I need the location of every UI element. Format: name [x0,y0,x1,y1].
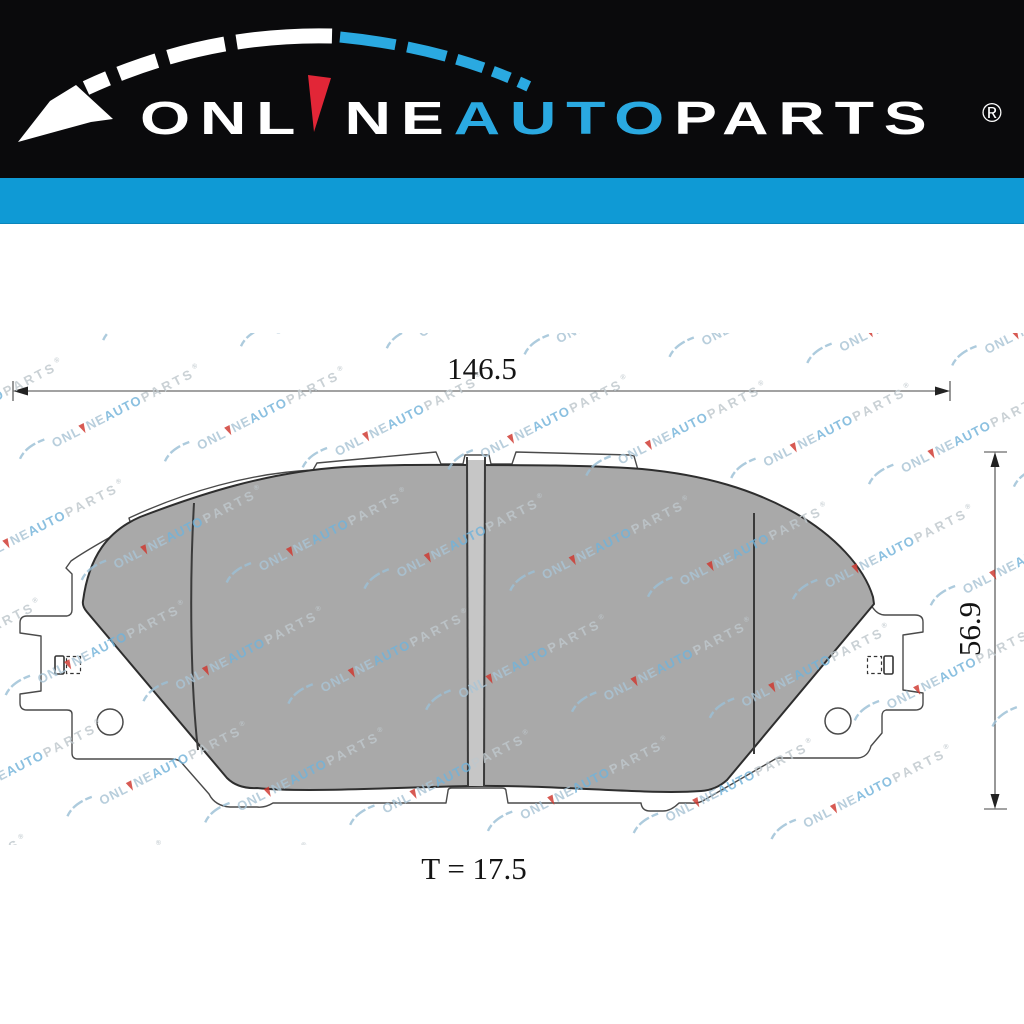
speedometer-needle-icon [308,75,331,132]
arrow-left-icon [13,386,28,396]
arrow-up-icon [990,452,1000,467]
brand-logo: ONL NEAUTOPARTS ® [18,28,1002,144]
logo-text-ne: NE [345,92,454,144]
width-dimension-label: 146.5 [447,351,517,386]
logo-text-auto: AUTO [454,92,674,144]
hole-right [824,707,852,735]
logo-text-parts: PARTS [674,92,936,144]
width-dimension: 146.5 [12,351,951,401]
arrow-right-icon [935,386,950,396]
logo-registered-mark: ® [982,98,1002,128]
hole-left [96,708,124,736]
chamfer-line-left [190,502,199,751]
clip-detail-right [866,655,894,675]
speedometer-arc-white-icon [82,28,333,95]
logo-wordmark: ONL NEAUTOPARTS [140,92,936,144]
arrow-down-icon [990,794,1000,809]
brand-accent-bar [0,178,1024,224]
brand-header: ONL NEAUTOPARTS ® [0,0,1024,178]
center-slot [466,456,486,787]
logo-text-onl: ONL [140,92,305,144]
thickness-label: T = 17.5 [421,851,527,886]
height-dimension-label: 56.9 [952,602,987,656]
height-dimension: 56.9 [952,451,1007,810]
speedometer-arc-blue-icon [339,31,553,102]
clip-detail-left [54,655,82,675]
speedometer-wing-icon [18,85,113,142]
